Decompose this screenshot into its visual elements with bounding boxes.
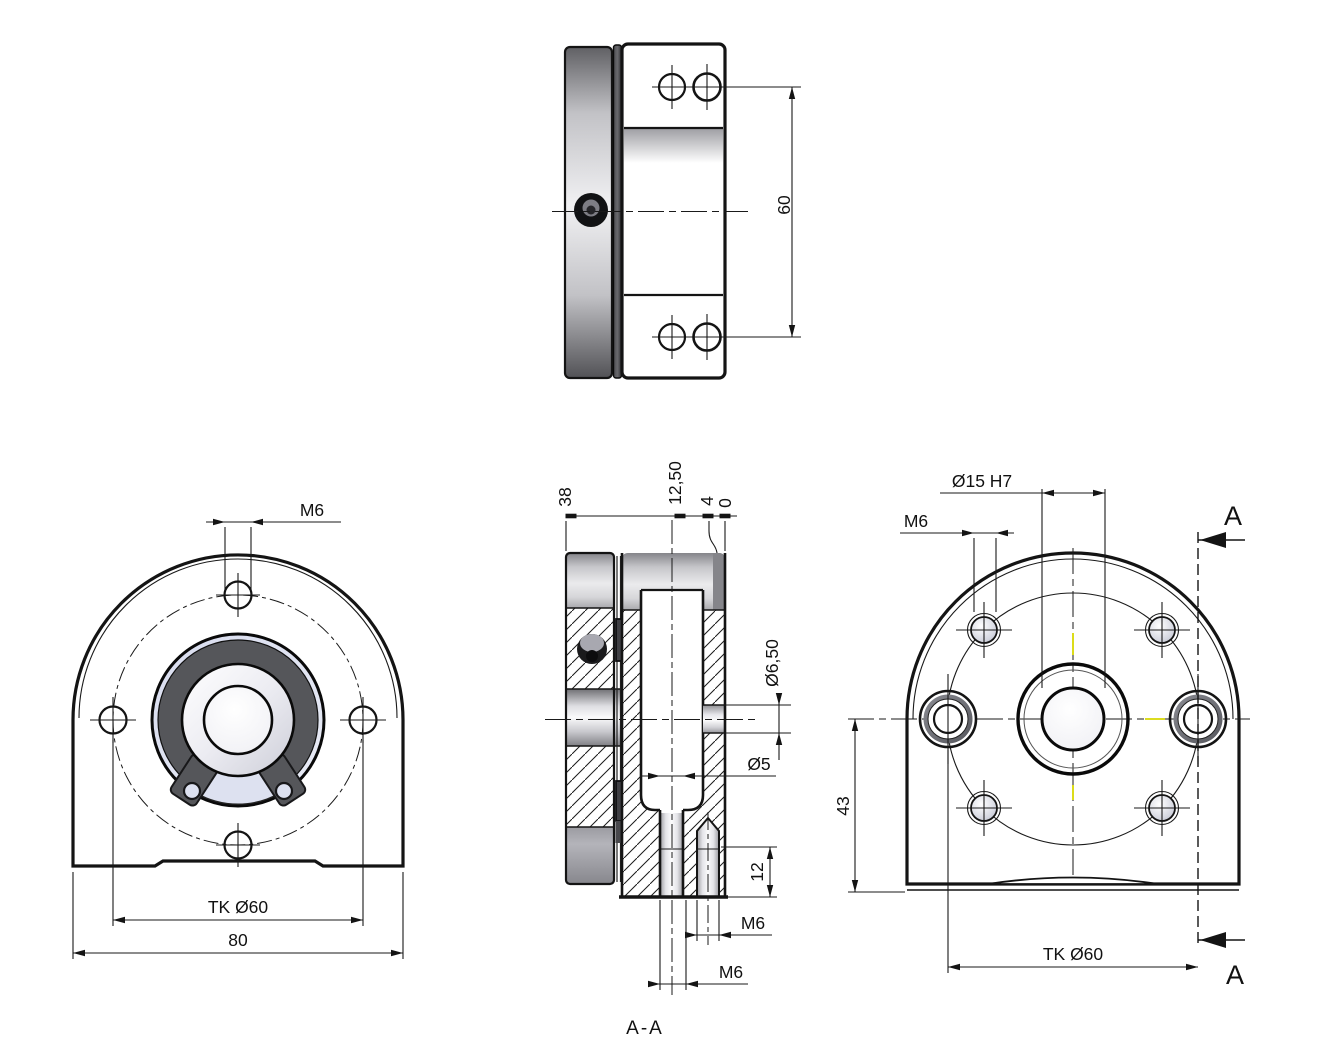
rear-m6-holes [956,602,1190,836]
side-view: 60 [552,42,801,380]
dim-m6-blind-label: M6 [741,913,765,933]
dim-12: 12 [721,846,777,898]
cross-hole-650 [703,705,725,733]
dim-m6-center-label: M6 [719,962,743,982]
front-hole-crosshairs [90,573,386,867]
section-body [619,553,728,899]
ordinate-12-50: 12,50 [665,461,685,505]
section-cover-plate [564,551,641,886]
dim-12-label: 12 [747,862,767,881]
center-boss [1016,662,1130,776]
flange-edges [624,126,723,297]
ordinate-4: 4 [697,496,717,506]
dim-60: 60 [774,87,796,337]
socket-screw [574,193,608,227]
dim-m6-front-label: M6 [300,500,324,520]
dim-m6-front: M6 [206,500,341,590]
collar-screw-right [274,781,294,801]
dim-m6-rear: M6 [900,511,1014,612]
section-view: 38 12,50 4 0 Ø6,50 Ø5 12 M6 M6 A-A [545,461,791,1039]
dim-tk60-front: TK Ø60 [112,740,364,926]
clamp-tab-strip [615,821,621,843]
rear-view: Ø15 H7 M6 43 TK Ø60 A A [833,471,1250,990]
section-arrow-bottom-icon [1200,932,1226,948]
dim-80: 80 [72,872,404,959]
section-letter-top: A [1224,501,1242,531]
dim-dia-650-label: Ø6,50 [762,639,782,687]
dim-tk60-rear-label: TK Ø60 [1043,944,1104,964]
dim-tk60-rear: TK Ø60 [947,750,1198,973]
hole-crosshairs [671,64,708,360]
ordinate-0: 0 [715,498,735,508]
dim-dia15h7: Ø15 H7 [940,471,1106,688]
section-arrow-top-icon [1200,532,1226,548]
dim-m6-rear-label: M6 [904,511,928,531]
dim-dia-5: Ø5 [640,754,776,780]
ordinate-38: 38 [555,487,575,506]
bearing-bore [202,684,274,756]
center-bore-15h7 [1040,686,1106,752]
collar-screw-left [182,781,202,801]
front-view: M6 TK Ø60 80 [71,500,405,959]
bearing [150,632,326,808]
flange-shading [624,129,723,163]
dim-tk60-front-label: TK Ø60 [208,897,269,917]
dim-80-label: 80 [228,930,248,950]
dim-43-label: 43 [833,796,853,815]
section-letter-bottom: A [1226,960,1244,990]
dim-43: 43 [833,719,905,893]
dim-dia-650: Ø6,50 [706,639,791,760]
hole-extension-lines [652,86,801,338]
temp-axis-marks [1072,633,1165,800]
section-caption: A-A [626,1018,664,1039]
counterbore-hole-left [918,674,978,764]
dim-dia-5-label: Ø5 [747,754,770,774]
dim-m6-center: M6 [648,900,748,990]
front-inner-edge [78,558,398,719]
set-screw-section [577,634,607,664]
dim-m6-blind: M6 [685,900,772,941]
section-cut-line: A A [1197,501,1245,990]
dim-dia15h7-label: Ø15 H7 [952,471,1012,491]
dim-60-label: 60 [774,195,794,215]
rear-base-recess [987,876,1159,885]
ordinate-dims: 38 12,50 4 0 [555,461,737,554]
